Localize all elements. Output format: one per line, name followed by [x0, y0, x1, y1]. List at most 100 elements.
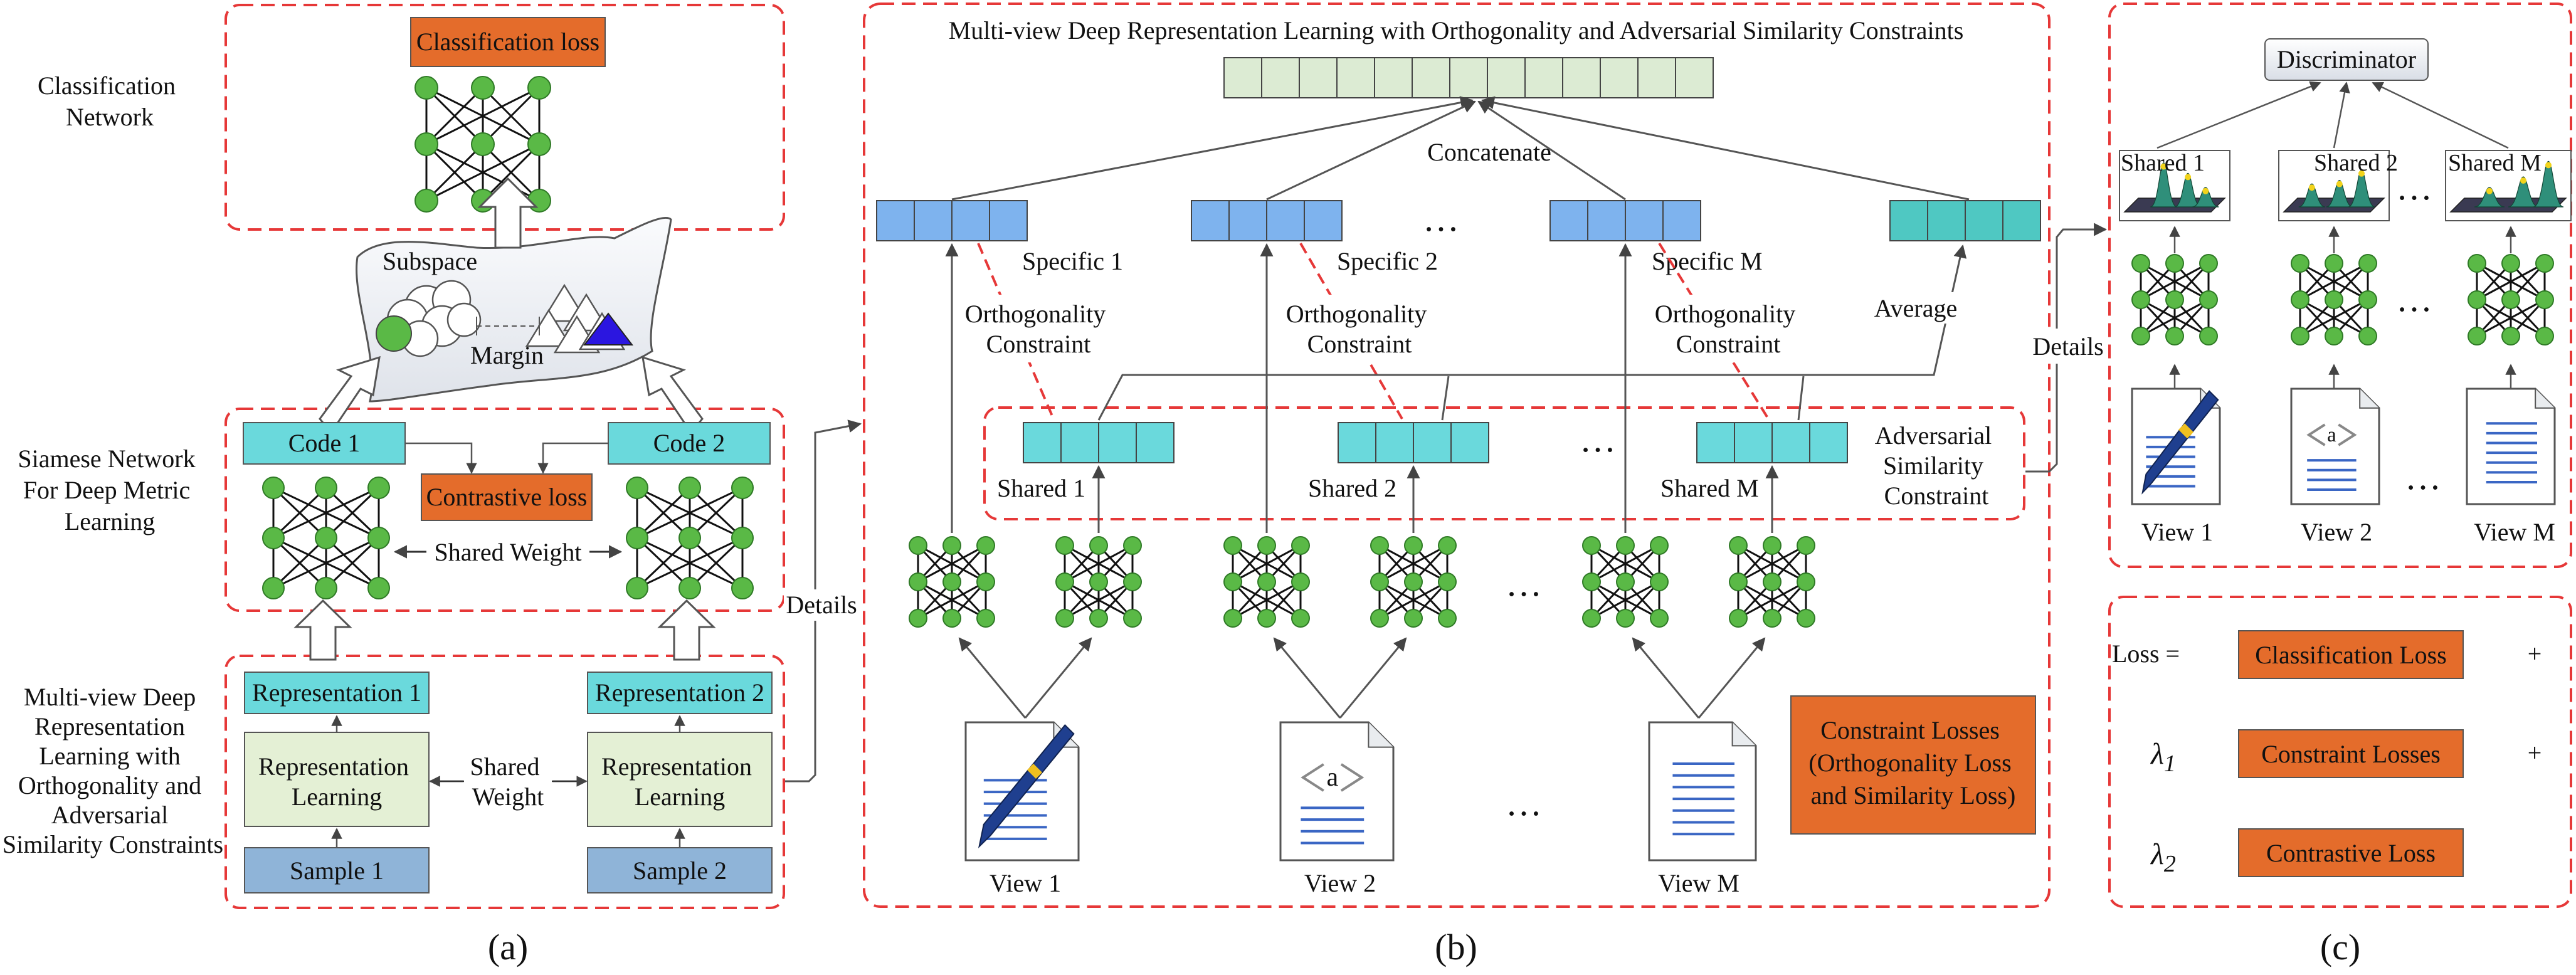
classification-net-graph — [414, 76, 551, 213]
network-node — [626, 577, 648, 599]
details-label-b: Details — [2032, 332, 2103, 361]
network-node — [1650, 572, 1669, 591]
network-node — [1404, 609, 1423, 628]
vector-cell — [914, 200, 953, 241]
view-networks — [909, 536, 1815, 628]
classification-network — [414, 76, 551, 213]
network-node — [2468, 290, 2486, 309]
loss-term-constraint: Constraint Losses — [2261, 740, 2441, 768]
representation2-label: Representation 2 — [595, 678, 764, 707]
network-node — [2131, 254, 2150, 273]
ellipsis-dist: … — [2396, 167, 2432, 208]
orthogonality-labels: Orthogonality Constraint Orthogonality C… — [964, 295, 1806, 362]
hollow-arrow-up-1 — [477, 177, 539, 249]
panel-b: Multi-view Deep Representation Learning … — [876, 16, 2108, 897]
classification-loss-label: Classification loss — [416, 28, 599, 56]
network-node — [678, 577, 701, 599]
network-node — [1055, 536, 1074, 555]
network-node — [1055, 572, 1074, 591]
representation1-box — [244, 672, 430, 714]
network-node — [1729, 536, 1748, 555]
network-node — [2535, 327, 2554, 345]
loss-term-classification-box — [2238, 630, 2464, 679]
network-node — [1438, 536, 1457, 555]
network-node — [315, 527, 337, 549]
panel-label-c: (c) — [2320, 927, 2360, 967]
network-node — [1370, 536, 1389, 555]
plus-1: + — [2528, 640, 2542, 668]
vector-cell — [1965, 200, 2003, 241]
network-node — [1650, 609, 1669, 628]
panel-a: Classification Network Siamese Network F… — [3, 17, 862, 893]
sharedM-label: Shared M — [1660, 474, 1759, 502]
lambda1: λ1 — [2150, 737, 2176, 777]
network-node — [942, 572, 961, 591]
network-node — [471, 132, 495, 156]
network-node — [2468, 254, 2486, 273]
shared-vectors — [1023, 422, 1848, 463]
view1-document — [964, 721, 1080, 862]
network-node — [976, 609, 995, 628]
loss-formula-box — [2108, 596, 2572, 908]
network-node — [1370, 572, 1389, 591]
ellipsis-net-c: … — [2396, 278, 2432, 319]
c-view2-document: a — [2290, 387, 2380, 505]
network-node — [976, 572, 995, 591]
network-node — [976, 536, 995, 555]
code-bracket-icon — [1301, 763, 1324, 792]
network-node — [2325, 290, 2343, 309]
network-node — [262, 577, 285, 599]
network-node — [1055, 609, 1074, 628]
code-bracket-icon — [2306, 423, 2326, 446]
sample1-box — [244, 847, 430, 893]
vector-cell — [1191, 200, 1230, 241]
vector-cell — [951, 200, 990, 241]
network-node — [942, 536, 961, 555]
vector-cell — [1562, 57, 1601, 98]
concatenated-vector — [1223, 57, 1714, 98]
code1-label: Code 1 — [288, 429, 360, 457]
vector-cell — [1600, 57, 1639, 98]
view2-label: View 2 — [1304, 869, 1376, 897]
vector-cell — [1734, 422, 1773, 463]
network-node — [1763, 609, 1782, 628]
network-node — [2535, 290, 2554, 309]
c-view1-document — [2131, 387, 2221, 505]
code1-box — [243, 422, 406, 465]
network-node — [1582, 536, 1601, 555]
network-node — [2131, 327, 2150, 345]
network-node — [678, 477, 701, 499]
panel-c-net-arrows — [2169, 226, 2516, 390]
network-node — [2325, 327, 2343, 345]
shared-vector-M — [1696, 422, 1848, 463]
panel-c: Discriminator Shared 1 Shared 2 Shared M… — [2112, 38, 2572, 877]
loss-term-classification: Classification Loss — [2255, 641, 2447, 669]
contrastive-loss-label: Contrastive loss — [426, 483, 588, 511]
network-node — [1616, 609, 1635, 628]
panel-label-a: (a) — [488, 927, 528, 967]
view1-label: View 1 — [990, 869, 1061, 897]
panel-c-top-box — [2108, 3, 2572, 568]
vector-cell — [1662, 200, 1701, 241]
view-net-4 — [1370, 536, 1457, 628]
margin-label: Margin — [470, 341, 544, 369]
view-documents: a — [964, 721, 1757, 862]
vector-cell — [1304, 200, 1343, 241]
network-node — [678, 527, 701, 549]
multiview-learning-box — [224, 655, 785, 909]
vector-cell — [1023, 422, 1062, 463]
details-label-a: Details — [786, 591, 857, 619]
shared-features-box — [983, 406, 2025, 520]
specific-vectors — [876, 200, 1701, 241]
network-node — [1257, 609, 1276, 628]
vector-cell — [1889, 200, 1928, 241]
network-node — [1616, 536, 1635, 555]
pen-icon — [2141, 390, 2219, 495]
specificM-label: Specific M — [1652, 247, 1763, 275]
vector-cell — [1412, 57, 1450, 98]
plus-2: + — [2528, 739, 2542, 767]
shared1-label: Shared 1 — [997, 474, 1085, 502]
rep-learning2-label: Representation Learning — [601, 752, 758, 811]
average-vector-cells — [1889, 200, 2041, 241]
specific-vector-2 — [1191, 200, 1343, 241]
